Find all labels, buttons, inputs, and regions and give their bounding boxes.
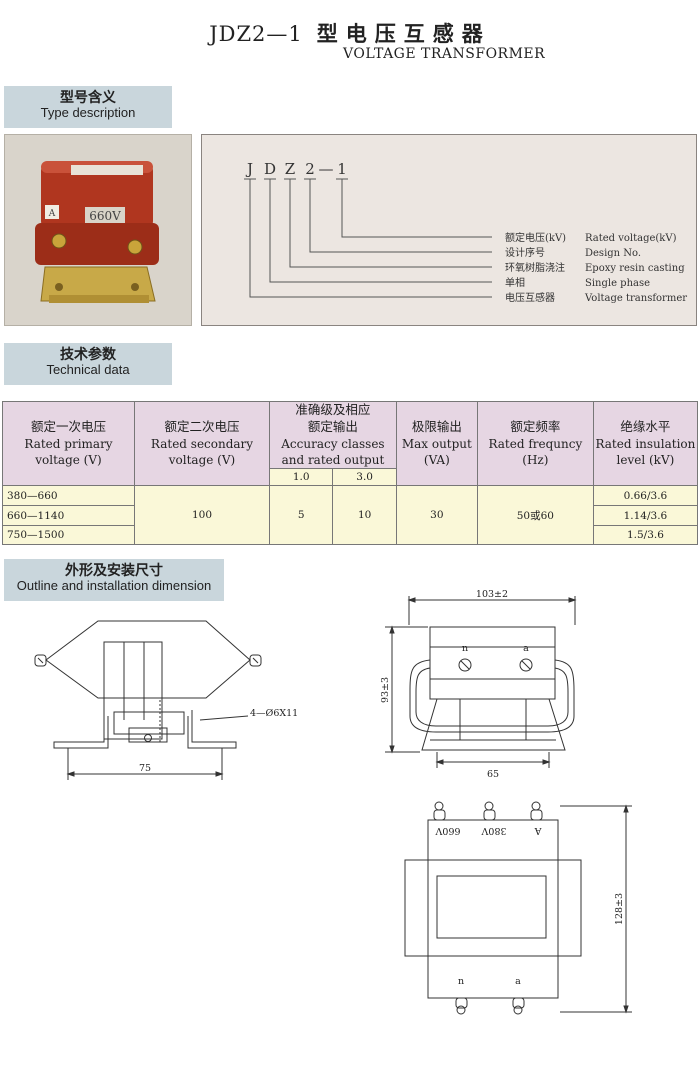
header-primary: 额定一次电压 Rated primary voltage (V)	[2, 400, 135, 487]
product-photo: A 660V	[4, 134, 192, 326]
header-class-3: 3.0	[332, 468, 397, 487]
cell-max-output: 30	[395, 485, 478, 546]
type-code-panel: J D Z 2 — 1 额定电压(kV) Rated voltage(kV) 设…	[201, 134, 697, 326]
photo-label-a-text: A	[48, 209, 56, 219]
cell-insulation: 1.14/3.6	[592, 505, 699, 527]
dim-length: 128±3	[614, 893, 625, 925]
dim-mounting-holes: 4—Ø6X11	[250, 708, 298, 719]
cell-insulation: 1.5/3.6	[592, 525, 699, 546]
code-item-cn: 额定电压(kV)	[505, 231, 566, 244]
photo-bolt-hole	[131, 283, 139, 291]
title-english: VOLTAGE TRANSFORMER	[343, 46, 546, 62]
code-letter-j: J	[245, 160, 253, 178]
section-outline-dimension: 外形及安装尺寸 Outline and installation dimensi…	[4, 559, 224, 601]
header-accuracy: 准确级及相应 额定输出 Accuracy classes and rated o…	[269, 400, 397, 470]
header-max-output: 极限输出 Max output (VA)	[395, 400, 478, 487]
terminal-a-label: a	[515, 976, 521, 987]
photo-voltage-text: 660V	[89, 209, 121, 223]
technical-data-table: 额定一次电压 Rated primary voltage (V) 额定二次电压 …	[2, 400, 699, 546]
cell-frequency: 50或60	[476, 485, 594, 546]
code-item-cn: 环氧树脂浇注	[505, 261, 565, 274]
table-header-row: 额定一次电压 Rated primary voltage (V) 额定二次电压 …	[2, 400, 699, 487]
terminal-n-label: n	[462, 643, 468, 654]
code-letter-d: D	[264, 160, 276, 178]
cell-primary: 750—1500	[2, 525, 135, 546]
cell-insulation: 0.66/3.6	[592, 485, 699, 507]
terminal-n-label: n	[458, 976, 464, 987]
table-row: 660—1140 1.14/3.6	[2, 505, 699, 527]
header-class-1: 1.0	[268, 468, 334, 487]
photo-base-edge	[49, 295, 149, 303]
code-item-cn: 设计序号	[505, 246, 545, 259]
header-frequency: 额定频率 Rated frequncy (Hz)	[476, 400, 594, 487]
page-title: JDZ2—1 型电压互感器	[0, 18, 700, 48]
cell-output-class-1: 5	[268, 485, 334, 546]
code-dash: —	[319, 160, 334, 178]
front-view-drawing	[385, 596, 577, 768]
code-leader-lines	[244, 178, 492, 298]
dim-height: 93±3	[380, 677, 391, 703]
photo-bolt-hole	[55, 283, 63, 291]
header-insulation: 绝缘水平 Rated insulation level (kV)	[592, 400, 699, 487]
code-digit-1: 1	[337, 160, 347, 178]
type-code-diagram: J D Z 2 — 1 额定电压(kV) Rated voltage(kV) 设…	[244, 160, 687, 304]
section-title-cn: 技术参数	[60, 347, 116, 363]
photo-body-bottom	[35, 223, 159, 265]
photo-terminal-left	[51, 233, 67, 249]
section-title-en: Type description	[40, 105, 136, 121]
section-title-en: Technical data	[46, 362, 130, 378]
terminal-a-label: a	[523, 643, 529, 654]
cell-secondary: 100	[134, 485, 270, 546]
code-letter-z: Z	[285, 160, 295, 178]
section-title-cn: 型号含义	[60, 90, 116, 106]
code-item-cn: 电压互感器	[505, 291, 555, 304]
code-item-en: Voltage transformer	[584, 293, 687, 304]
table-row: 750—1500 1.5/3.6	[2, 525, 699, 546]
photo-terminal-right	[127, 239, 143, 255]
photo-label-voltage	[85, 207, 125, 223]
code-item-en: Epoxy resin casting	[585, 263, 685, 274]
cell-output-class-3: 10	[332, 485, 397, 546]
transformer-photo: A 660V	[35, 161, 159, 303]
code-item-en: Single phase	[585, 278, 650, 289]
top-label-660v: 660V	[435, 825, 460, 836]
page-header: JDZ2—1 型电压互感器 VOLTAGE TRANSFORMER	[0, 18, 700, 62]
title-chinese: 型电压互感器	[316, 22, 491, 46]
code-item-en: Rated voltage(kV)	[585, 233, 677, 244]
section-title-cn: 外形及安装尺寸	[65, 563, 163, 579]
code-item-en: Design No.	[585, 248, 641, 259]
model-number: JDZ2—1	[209, 22, 303, 46]
dim-top-width: 103±2	[476, 589, 508, 600]
side-view-drawing	[34, 620, 262, 780]
photo-nameplate	[71, 165, 143, 175]
table-row: 380—660 100 5 10 30 50或60 0.66/3.6	[2, 485, 699, 546]
top-view-drawing	[404, 801, 632, 1015]
cell-primary: 380—660	[2, 485, 135, 507]
section-title-en: Outline and installation dimension	[16, 578, 212, 594]
photo-label-a	[45, 205, 59, 219]
header-secondary: 额定二次电压 Rated secondary voltage (V)	[134, 400, 270, 487]
dim-base-width: 65	[487, 769, 499, 780]
table-subheader-row: 1.0 3.0	[3, 468, 698, 487]
dim-side-width: 75	[139, 763, 151, 774]
cell-primary: 660—1140	[2, 505, 135, 527]
code-item-cn: 单相	[505, 276, 525, 289]
photo-mount-base	[40, 266, 156, 302]
section-type-description: 型号含义 Type description	[4, 86, 172, 128]
code-digit-2: 2	[305, 160, 315, 178]
top-label-380v: 380V	[481, 825, 506, 836]
top-label-a: A	[534, 825, 542, 836]
section-technical-data: 技术参数 Technical data	[4, 343, 172, 385]
